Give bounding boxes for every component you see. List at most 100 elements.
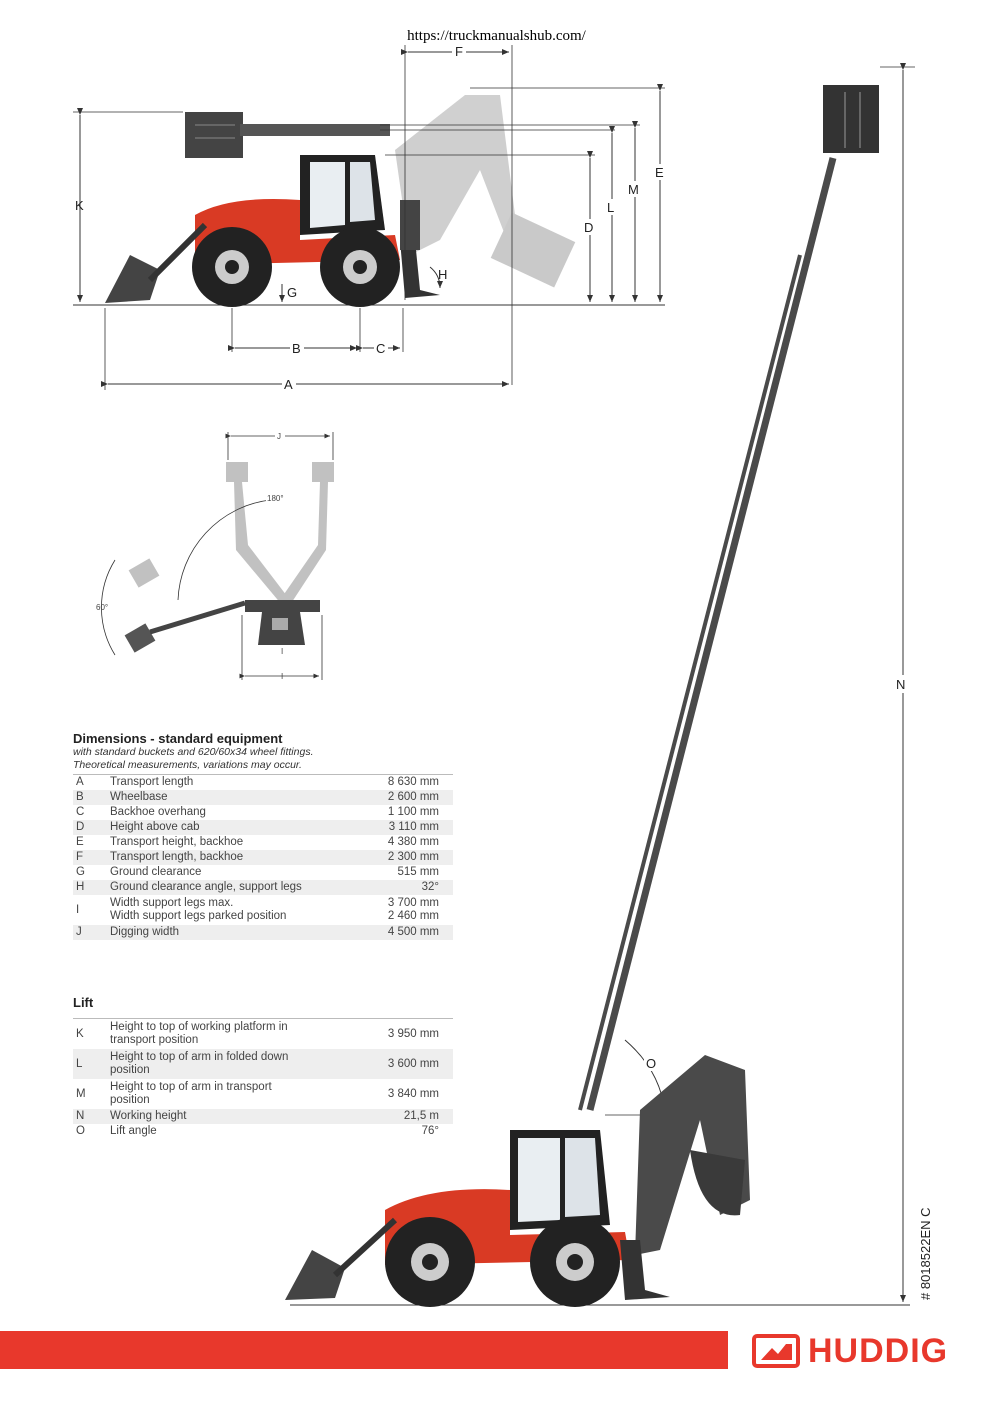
source-url: https://truckmanualshub.com/ — [407, 28, 586, 44]
boom-extended — [586, 157, 837, 1111]
row-value: 4 500 mm — [357, 925, 453, 940]
table-row: G Ground clearance 515 mm — [73, 865, 453, 880]
row-label: Transport length, backhoe — [108, 850, 357, 865]
row-value: 4 380 mm — [387, 836, 439, 848]
brand-name: HUDDIG — [808, 1331, 949, 1370]
rear-wheel-working — [530, 1217, 620, 1307]
top-view-slew: J 180° 60° I I — [96, 430, 334, 681]
label-I-max: I — [281, 647, 283, 656]
row-value: 2 300 mm — [357, 850, 453, 865]
row-label: Height to top of working platform in tra… — [110, 1021, 288, 1046]
row-value: 3 700 mm 2 460 mm — [387, 897, 439, 922]
platform-basket — [185, 112, 243, 158]
boom — [240, 124, 390, 136]
label-A: A — [284, 377, 293, 392]
row-value: 76° — [421, 1125, 439, 1137]
dimensions-subtitle-1: with standard buckets and 620/60x34 whee… — [73, 746, 314, 758]
row-key: G — [76, 866, 85, 878]
row-label: Transport height, backhoe — [110, 836, 244, 848]
huddig-logo-icon — [752, 1334, 800, 1368]
label-F: F — [455, 44, 463, 59]
label-H: H — [438, 267, 447, 282]
row-value: 515 mm — [397, 866, 439, 878]
loader-bucket-working — [285, 1250, 345, 1300]
table-row: E Transport height, backhoe 4 380 mm — [73, 835, 453, 850]
dimensions-title: Dimensions - standard equipment — [73, 731, 283, 746]
brand-logo: HUDDIG — [752, 1331, 949, 1370]
row-value: 3 950 mm — [387, 1027, 439, 1040]
row-key: O — [76, 1125, 85, 1137]
rear-wheel — [320, 227, 400, 307]
document-number: # 8018522EN C — [918, 1207, 933, 1300]
row-value: 8 630 mm — [387, 776, 439, 788]
row-key: K — [76, 1027, 84, 1040]
row-label: Backhoe overhang — [110, 806, 206, 818]
loader-bucket — [105, 255, 160, 303]
label-L: L — [607, 200, 614, 215]
lift-title: Lift — [73, 995, 94, 1010]
lift-section: Lift K Height to top of working platform … — [73, 995, 453, 1139]
label-D: D — [584, 220, 593, 235]
row-key: I — [76, 903, 80, 916]
row-key: D — [73, 820, 108, 835]
row-value: 3 840 mm — [387, 1087, 439, 1100]
row-value: 1 100 mm — [387, 806, 439, 818]
platform-raised — [823, 85, 879, 153]
side-view-working: N O — [285, 63, 915, 1307]
row-key: C — [76, 806, 85, 818]
row-key: F — [73, 850, 108, 865]
row-value: 32° — [357, 880, 453, 895]
label-I-parked: I — [281, 672, 283, 681]
row-key: N — [73, 1109, 108, 1124]
row-label: Height to top of arm in transport positi… — [110, 1081, 272, 1106]
label-N: N — [896, 677, 905, 692]
label-E: E — [655, 165, 664, 180]
row-key: E — [76, 836, 84, 848]
row-value: 3 600 mm — [357, 1049, 453, 1079]
label-K: K — [75, 198, 84, 213]
row-key: B — [73, 790, 108, 805]
row-key: J — [73, 925, 108, 940]
row-value: 21,5 m — [357, 1109, 453, 1124]
label-180: 180° — [267, 494, 284, 503]
row-label: Transport length — [110, 776, 194, 788]
row-label: Ground clearance — [110, 866, 202, 878]
label-M: M — [628, 182, 639, 197]
lift-table: K Height to top of working platform in tr… — [73, 1018, 453, 1139]
row-label: Wheelbase — [108, 790, 357, 805]
table-row: O Lift angle 76° — [73, 1124, 453, 1139]
footer-bar — [0, 1331, 728, 1369]
label-G: G — [287, 285, 297, 300]
row-label: Lift angle — [110, 1125, 157, 1137]
table-row: C Backhoe overhang 1 100 mm — [73, 805, 453, 820]
row-label: Working height — [108, 1109, 357, 1124]
row-value: 3 110 mm — [357, 820, 453, 835]
row-label: Height to top of arm in folded down posi… — [108, 1049, 357, 1079]
label-J: J — [277, 432, 281, 441]
table-row: K Height to top of working platform in tr… — [73, 1019, 453, 1050]
row-key: M — [76, 1087, 86, 1100]
row-value: 2 600 mm — [357, 790, 453, 805]
row-label: Digging width — [108, 925, 357, 940]
row-key: L — [73, 1049, 108, 1079]
label-O: O — [646, 1056, 656, 1071]
label-B: B — [292, 341, 301, 356]
row-label: Ground clearance angle, support legs — [108, 880, 357, 895]
label-60: 60° — [96, 603, 108, 612]
backhoe-ghost — [395, 95, 576, 288]
front-wheel — [192, 227, 272, 307]
dimensions-subtitle-2: Theoretical measurements, variations may… — [73, 759, 302, 771]
side-view-transport: K F E M L D G H — [73, 44, 667, 392]
table-row: M Height to top of arm in transport posit… — [73, 1079, 453, 1109]
